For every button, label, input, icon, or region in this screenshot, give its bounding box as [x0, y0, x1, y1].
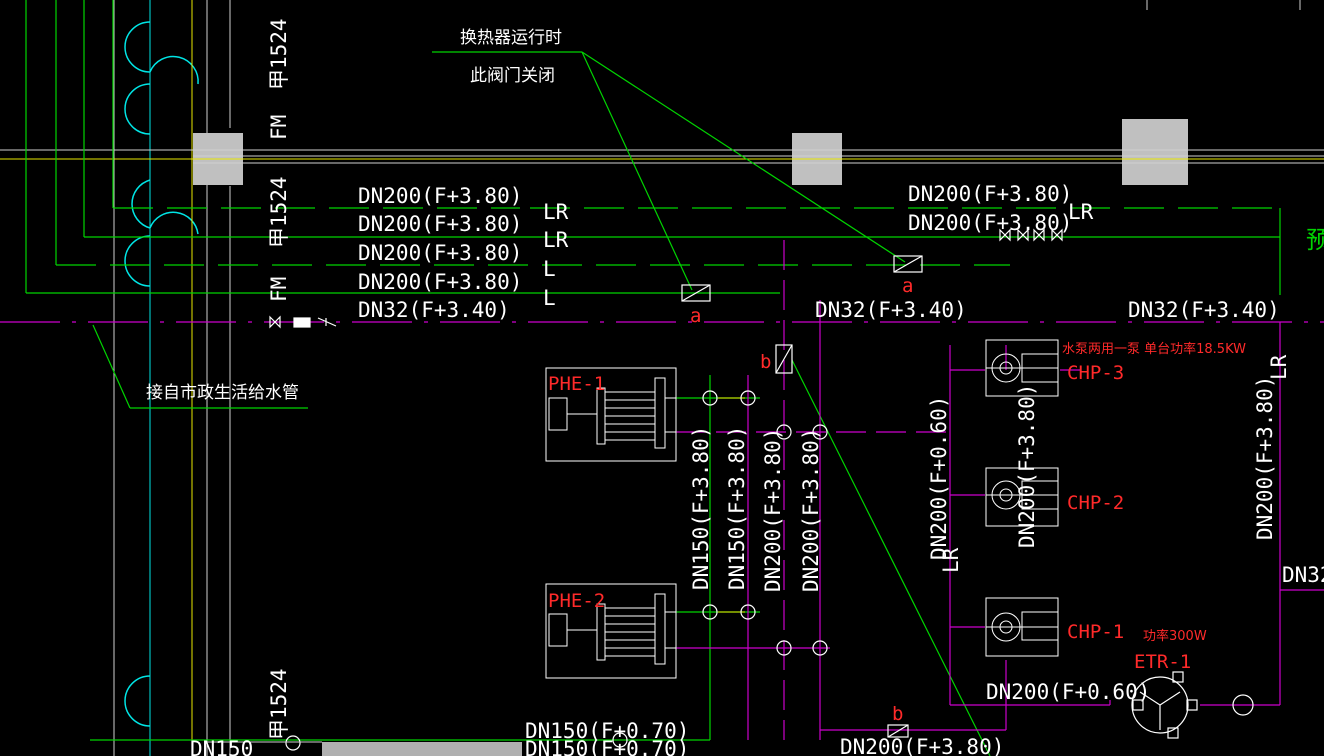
control-valve-a2 — [893, 255, 923, 273]
note-hx-line2: 此阀门关闭 — [470, 66, 555, 86]
pump-chp-1 — [985, 597, 1059, 657]
pipe-label-p8: DN32(F+3.40) — [815, 298, 967, 322]
tag-lr3: LR — [1068, 200, 1094, 224]
pipe-label-p1: DN200(F+3.80) — [358, 184, 522, 208]
tag-lr1: LR — [543, 200, 569, 224]
tag-l1: L — [543, 257, 556, 281]
column-block-3 — [1122, 119, 1188, 185]
pipe-label-v6: DN200(F+3.80) — [1015, 384, 1039, 548]
tag-fm1: FM — [267, 115, 291, 140]
gate-valve-3 — [1033, 228, 1045, 242]
pipe-label-p5: DN32(F+3.40) — [358, 298, 510, 322]
note-pump: 水泵两用一泵 单台功率18.5KW — [1062, 341, 1246, 357]
pipe-label-p2: DN200(F+3.80) — [358, 212, 522, 236]
control-valve-b1 — [775, 344, 793, 374]
heat-exchanger-phe-1 — [545, 367, 677, 462]
equip-label-chp-1: CHP-1 — [1067, 621, 1124, 643]
pump-chp-3 — [985, 339, 1059, 397]
tag-j1: 甲1524 — [267, 18, 291, 90]
note-power: 功率300W — [1143, 628, 1207, 644]
pipe-label-p4: DN200(F+3.80) — [358, 270, 522, 294]
pipe-label-p7: DN200(F+3.80) — [908, 211, 1072, 235]
equip-label-etr-1: ETR-1 — [1134, 651, 1191, 673]
equip-label-chp-2: CHP-2 — [1067, 492, 1124, 514]
tag-lr5: LR — [939, 547, 963, 573]
tag-j3: 甲1524 — [267, 668, 291, 740]
pipe-label-p6: DN200(F+3.80) — [908, 182, 1072, 206]
tag-b2: b — [892, 703, 903, 725]
note-hx-line1: 换热器运行时 — [460, 28, 562, 48]
tag-lr2: LR — [543, 228, 569, 252]
tag-l2: L — [543, 286, 556, 310]
control-valve-b2 — [887, 724, 909, 738]
tag-b1: b — [760, 351, 771, 373]
green-piping — [25, 0, 1281, 756]
pump-chp-2 — [985, 467, 1059, 527]
gate-valve-2 — [1017, 228, 1029, 242]
tag-fm2: FM — [267, 277, 291, 302]
pipe-label-v7: DN200(F+3.80) — [1253, 376, 1277, 540]
pipe-label-v5: DN200(F+0.60) — [927, 396, 951, 560]
beam-lines — [0, 0, 1324, 164]
note-city-water: 接自市政生活给水管 — [146, 383, 299, 403]
heat-exchanger-phe-2 — [545, 583, 677, 679]
pipe-label-p3: DN200(F+3.80) — [358, 241, 522, 265]
tag-j2: 甲1524 — [267, 176, 291, 248]
pipe-label-p9: DN32(F+3.40) — [1128, 298, 1280, 322]
gate-valve-1 — [999, 228, 1011, 242]
pipe-nodes — [285, 390, 1254, 751]
equip-label-phe-2: PHE-2 — [548, 590, 605, 612]
control-valve-a1 — [681, 284, 711, 302]
expansion-tank-etr-1 — [1131, 671, 1198, 739]
equip-label-phe-1: PHE-1 — [548, 373, 605, 395]
tag-yu: 预 — [1306, 226, 1324, 254]
check-valve — [317, 317, 337, 327]
pipe-label-v3: DN200(F+3.80) — [761, 428, 785, 592]
tag-lr4: LR — [1267, 354, 1291, 380]
magenta-piping — [0, 240, 1324, 740]
pipe-label-b4: DN150 — [190, 737, 253, 756]
pipe-label-v2: DN150(F+3.80) — [725, 426, 749, 590]
tag-a2: a — [902, 275, 913, 297]
bottom-slab — [322, 742, 522, 756]
gate-valve-4 — [1051, 228, 1063, 242]
city-water-valve — [269, 315, 281, 329]
pipe-label-v4: DN200(F+3.80) — [799, 428, 823, 592]
pipe-label-b2: DN150(F+0.70) — [525, 719, 689, 743]
water-meter — [293, 317, 311, 328]
pipe-label-b1: DN200(F+0.60) — [986, 680, 1150, 704]
tag-a1: a — [690, 305, 701, 327]
equip-label-chp-3: CHP-3 — [1067, 362, 1124, 384]
valve-symbols — [269, 228, 1063, 738]
pipe-label-b5: DN150(F+0.70) — [525, 737, 689, 756]
pipe-label-b3: DN200(F+3.80) — [840, 735, 1004, 756]
pipe-label-v1: DN150(F+3.80) — [689, 426, 713, 590]
pipe-label-r1: DN32 — [1282, 563, 1324, 587]
